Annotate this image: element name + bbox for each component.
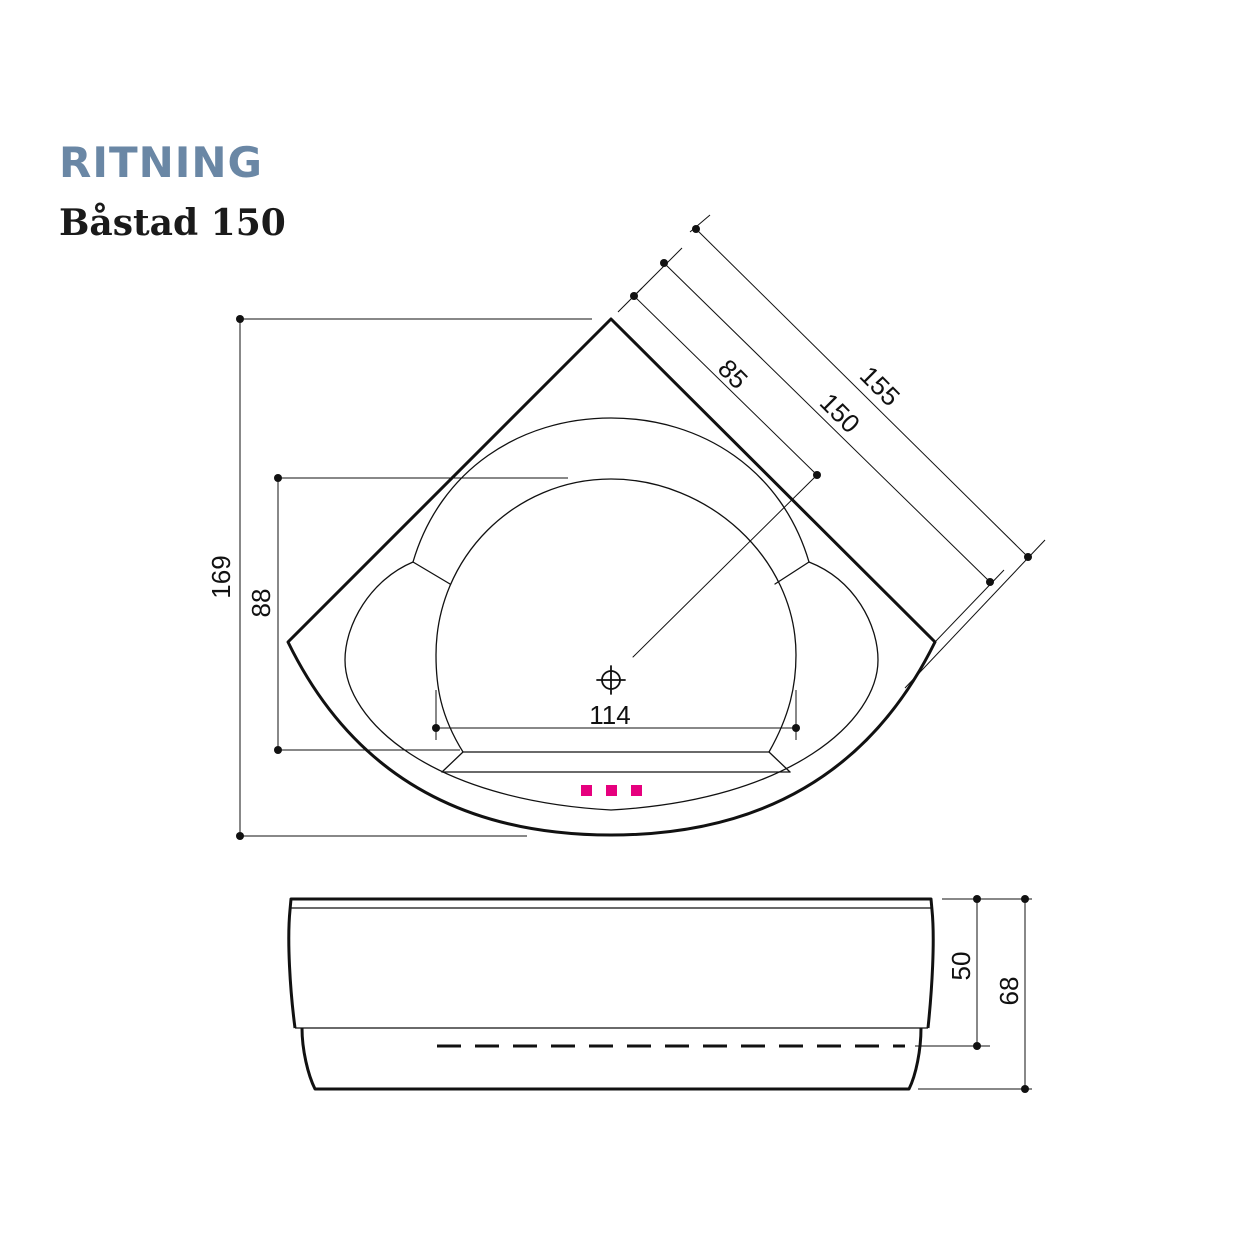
dim-label-68: 68 <box>994 977 1024 1006</box>
dim-label-155: 155 <box>854 360 906 412</box>
armrest-right-seam <box>774 561 810 585</box>
seat-step <box>441 751 791 773</box>
drain-icon <box>596 665 626 695</box>
dim-label-88: 88 <box>246 589 276 618</box>
bath-circle <box>435 478 797 753</box>
jet-button-2 <box>606 785 617 796</box>
inner-basin <box>344 561 879 811</box>
dimension-lines <box>239 214 1046 837</box>
jet-buttons <box>581 785 642 796</box>
armrest-left-seam <box>412 561 451 585</box>
dimension-dots <box>236 225 1032 840</box>
drain-leader <box>632 474 818 658</box>
dim-label-150: 150 <box>814 387 866 439</box>
page-title: RITNING <box>59 138 264 187</box>
dim-label-169: 169 <box>206 555 236 598</box>
side-body <box>300 1027 923 1091</box>
side-view <box>287 897 935 1091</box>
tub-outline <box>286 317 937 837</box>
headrest-arc <box>412 417 810 563</box>
dim-label-50: 50 <box>946 952 976 981</box>
dim-label-114: 114 <box>589 700 630 730</box>
top-view <box>286 317 937 837</box>
model-name: Båstad 150 <box>59 202 286 244</box>
jet-button-1 <box>581 785 592 796</box>
dim-label-85: 85 <box>712 353 754 395</box>
jet-button-3 <box>631 785 642 796</box>
side-dimension-dots <box>973 895 1029 1093</box>
side-rim <box>287 897 935 1029</box>
